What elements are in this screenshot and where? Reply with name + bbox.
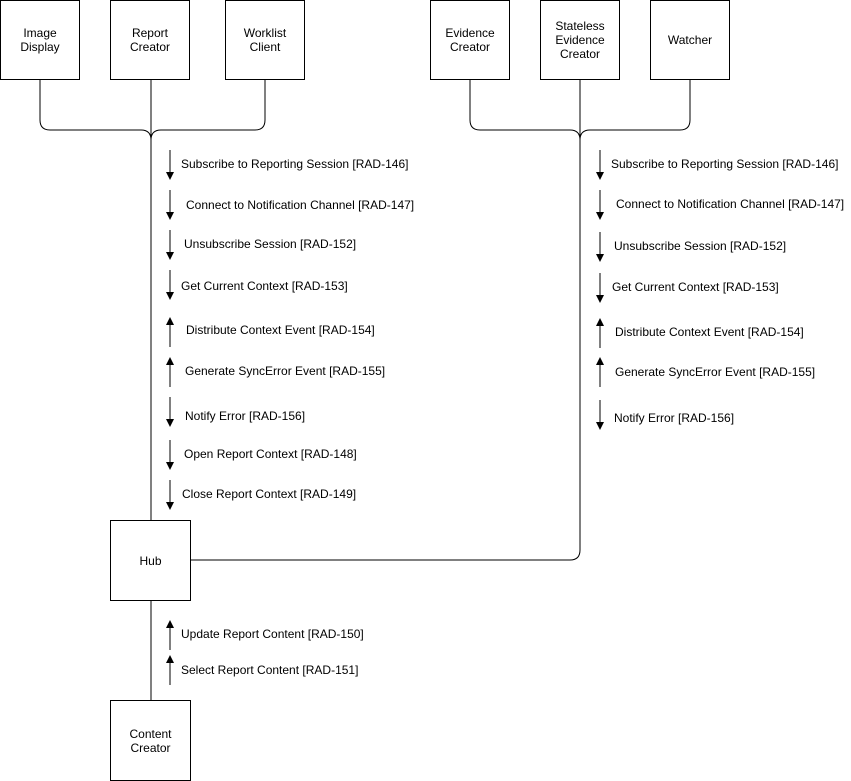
right-transaction-label: Notify Error [RAD-156] <box>614 411 735 425</box>
right-transaction-label: Connect to Notification Channel [RAD-147… <box>616 197 845 211</box>
left-transaction-label: Notify Error [RAD-156] <box>185 409 306 423</box>
stateless-evidence-creator-label: Stateless Evidence Creator <box>555 19 605 61</box>
report-creator-box: Report Creator <box>110 0 190 80</box>
right-transaction-label: Get Current Context [RAD-153] <box>612 280 779 294</box>
left-transaction-label: Subscribe to Reporting Session [RAD-146] <box>181 157 409 171</box>
left-transaction-label: Close Report Context [RAD-149] <box>182 487 357 501</box>
watcher-label: Watcher <box>667 33 713 47</box>
content-transaction-label: Update Report Content [RAD-150] <box>181 627 364 641</box>
image-display-label: Image Display <box>20 26 60 54</box>
left-transaction-label: Get Current Context [RAD-153] <box>181 279 348 293</box>
content-transaction-label: Select Report Content [RAD-151] <box>181 663 359 677</box>
left-transaction-label: Generate SyncError Event [RAD-155] <box>185 364 386 378</box>
left-actors-bracket <box>39 80 266 141</box>
right-lifeline <box>190 130 581 561</box>
left-transaction-label: Unsubscribe Session [RAD-152] <box>184 237 357 251</box>
hub-label: Hub <box>139 553 162 568</box>
report-creator-label: Report Creator <box>129 26 170 54</box>
image-display-box: Image Display <box>0 0 80 80</box>
left-transaction-label: Connect to Notification Channel [RAD-147… <box>186 198 415 212</box>
right-transaction-label: Generate SyncError Event [RAD-155] <box>615 365 816 379</box>
left-transaction-label: Distribute Context Event [RAD-154] <box>186 323 375 337</box>
hub-box: Hub <box>110 520 191 601</box>
worklist-client-label: Worklist Client <box>243 26 287 54</box>
right-transaction-label: Distribute Context Event [RAD-154] <box>615 325 804 339</box>
stateless-evidence-creator-box: Stateless Evidence Creator <box>540 0 620 80</box>
content-creator-label: Content Creator <box>129 726 172 755</box>
right-transaction-label: Subscribe to Reporting Session [RAD-146] <box>611 157 839 171</box>
evidence-creator-label: Evidence Creator <box>445 26 495 54</box>
content-creator-box: Content Creator <box>110 700 191 781</box>
watcher-box: Watcher <box>650 0 730 80</box>
evidence-creator-box: Evidence Creator <box>430 0 510 80</box>
worklist-client-box: Worklist Client <box>225 0 305 80</box>
left-transaction-label: Open Report Context [RAD-148] <box>184 447 357 461</box>
right-transaction-label: Unsubscribe Session [RAD-152] <box>614 239 787 253</box>
